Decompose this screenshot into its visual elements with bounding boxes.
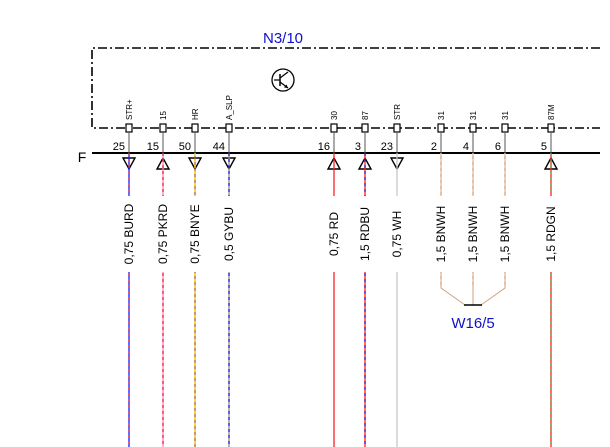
wire-label: 0,5 GYBU: [222, 207, 236, 261]
wire-pin-23-6: STR 23 0,75 WH: [381, 104, 405, 447]
pin-marker: [437, 123, 445, 133]
pin-marker: [361, 123, 369, 133]
splice-label: W16/5: [451, 315, 494, 332]
pin-signal-label: 31: [501, 111, 510, 120]
wire-pin-50-2: HR 50 0,75 BNYE: [179, 108, 203, 447]
wire-pin-5-10: 87M 5 1,5 RDGN: [541, 104, 559, 447]
pin-signal-label: 87: [361, 111, 370, 120]
wire-pin-25-0: STR+ 25 0,75 BURD: [113, 99, 137, 447]
wire-pin-2-7: 31 2 1,5 BNWH: [431, 111, 448, 285]
wire-label: 0,75 WH: [390, 211, 404, 258]
pin-marker: [330, 123, 338, 133]
wire-pin-3-5: 87 3 1,5 RDBU: [355, 111, 373, 447]
connector-label: F: [78, 149, 87, 165]
pin-number: 15: [147, 141, 159, 153]
wire-label: 1,5 RDGN: [544, 206, 558, 261]
wire-label: 1,5 BNWH: [498, 206, 512, 263]
wire-pin-16-4: 30 16 0,75 RD: [318, 111, 342, 447]
pin-signal-label: 31: [437, 111, 446, 120]
wire-label: 1,5 RDBU: [358, 207, 372, 261]
pin-number: 2: [431, 141, 437, 153]
pin-number: 5: [541, 141, 547, 153]
pin-marker: [159, 123, 167, 133]
pin-number: 25: [113, 141, 125, 153]
transistor-symbol-icon: [271, 68, 295, 92]
wire-label: 0,75 PKRD: [156, 204, 170, 264]
pin-number: 23: [381, 141, 393, 153]
pin-number: 3: [355, 141, 361, 153]
wire-pin-15-1: 15 15 0,75 PKRD: [147, 111, 171, 447]
pin-marker: [225, 123, 233, 133]
pin-marker: [469, 123, 477, 133]
pin-signal-label: 31: [469, 111, 478, 120]
pin-marker: [501, 123, 509, 133]
pin-marker: [547, 123, 555, 133]
wire-label: 0,75 BNYE: [188, 204, 202, 263]
wire-pin-6-9: 31 6 1,5 BNWH: [495, 111, 512, 285]
pin-marker: [393, 123, 401, 133]
component-label: N3/10: [263, 30, 303, 47]
pin-signal-label: 15: [159, 111, 168, 120]
pin-signal-label: 87M: [547, 104, 556, 120]
pin-marker: [125, 123, 133, 133]
splice-w16-5: W16/5: [440, 285, 506, 332]
pin-number: 6: [495, 141, 501, 153]
wire-label: 1,5 BNWH: [434, 206, 448, 263]
pin-number: 50: [179, 141, 191, 153]
wire-pin-44-3: A_SLP 44 0,5 GYBU: [213, 95, 237, 447]
wire-pin-4-8: 31 4 1,5 BNWH: [463, 111, 480, 285]
wire-label: 1,5 BNWH: [466, 206, 480, 263]
pin-number: 4: [463, 141, 469, 153]
pin-marker: [191, 123, 199, 133]
pin-signal-label: A_SLP: [225, 95, 234, 120]
component-box-outline: [91, 47, 600, 129]
pin-signal-label: 30: [330, 111, 339, 120]
pin-number: 16: [318, 141, 330, 153]
pin-signal-label: HR: [191, 108, 200, 120]
pin-signal-label: STR+: [125, 99, 134, 120]
wire-label: 0,75 BURD: [122, 203, 136, 264]
pin-signal-label: STR: [393, 104, 402, 120]
pin-number: 44: [213, 141, 225, 153]
wire-label: 0,75 RD: [327, 212, 341, 256]
